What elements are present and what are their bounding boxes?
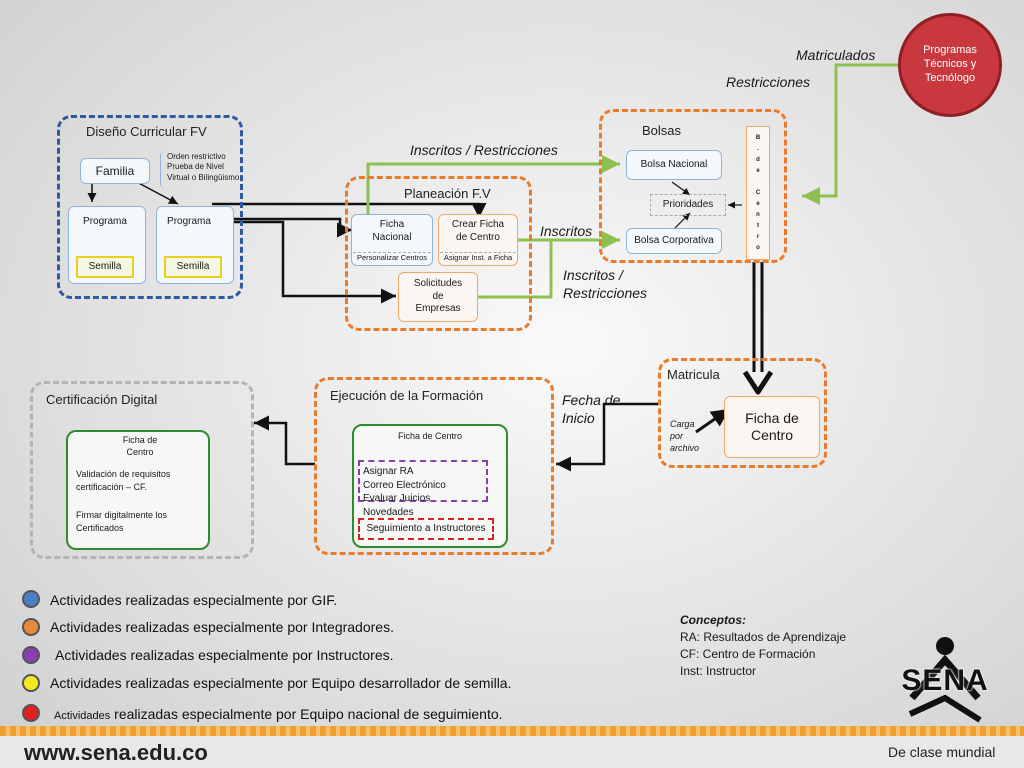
ejecucion-section: [314, 377, 554, 555]
footer-stripe: [0, 726, 1024, 736]
b-de-centro-char: B: [755, 135, 761, 141]
sena-logo-text: SENA: [901, 664, 989, 697]
concepto-ra: RA: Resultados de Aprendizaje: [680, 630, 847, 644]
legend-text-gif: Actividades realizadas especialmente por…: [50, 592, 338, 608]
b-de-centro-char: .: [757, 146, 759, 152]
footer-slogan: De clase mundial: [888, 744, 996, 760]
legend-text-seguimiento: Actividades realizadas especialmente por…: [54, 706, 503, 722]
conceptos-title: Conceptos:: [680, 613, 746, 627]
flow-inscritos-restricciones-2: Inscritos / Restricciones: [563, 266, 647, 302]
legend-dot-semilla: [22, 674, 40, 692]
matricula-section: [658, 358, 827, 468]
flow-fecha-line: Fecha de: [562, 392, 621, 408]
legend-rest: realizadas especialmente por Equipo naci…: [114, 706, 503, 722]
matricula-title: Matricula: [667, 367, 720, 382]
legend-text-instructores: Actividades realizadas especialmente por…: [55, 647, 394, 663]
flow-restricciones-line: Restricciones: [563, 285, 648, 302]
b-de-centro-char: t: [757, 223, 759, 229]
flow-inscritos-line: Inscritos /: [563, 267, 623, 283]
familia-box: Familia: [80, 158, 150, 184]
personalizar-centros: Personalizar Centros: [353, 252, 431, 262]
diseno-curricular-section: [57, 115, 243, 299]
legend-dot-gif: [22, 590, 40, 608]
b-de-centro-char: [747, 177, 769, 188]
sena-logo: SENA: [890, 636, 1000, 728]
semilla-box-2: Semilla: [164, 256, 222, 278]
flow-inscritos: Inscritos: [540, 223, 593, 239]
legend-dot-seguimiento: [22, 704, 40, 722]
ejecucion-ficha-box: [352, 424, 508, 548]
crear-ficha-box: [438, 214, 518, 266]
programas-tecnicos-circle: Programas Técnicos y Tecnólogo: [898, 13, 1002, 117]
ficha-nacional-label: Ficha Nacional: [372, 219, 412, 243]
b-de-centro-box: B . d e C e n t r o: [746, 126, 770, 260]
legend-dot-instructores: [22, 646, 40, 664]
ficha-centro-matricula-box: Ficha de Centro: [724, 396, 820, 458]
bolsa-corporativa-box: Bolsa Corporativa: [626, 228, 722, 254]
familia-note-2: Prueba de Nivel: [167, 162, 224, 172]
flow-restricciones: Restricciones: [726, 74, 811, 90]
legend-prefix: Actividades: [54, 710, 111, 722]
bolsas-title: Bolsas: [642, 123, 682, 138]
flow-matriculados: Matriculados: [796, 47, 876, 63]
b-de-centro-char: e: [756, 168, 760, 174]
programa-label-1: Programa: [83, 216, 127, 227]
ejecucion-title: Ejecución de la Formación: [330, 388, 484, 403]
footer-bar: [0, 736, 1024, 768]
concepto-cf: CF: Centro de Formación: [680, 647, 816, 661]
semilla-box-1: Semilla: [76, 256, 134, 278]
certificacion-ficha-box: [66, 430, 210, 550]
ejecucion-ficha-title: Ficha de Centro: [397, 431, 463, 441]
legend-text-integradores: Actividades realizadas especialmente por…: [50, 619, 394, 635]
familia-note-1: Orden restrictivo: [167, 152, 226, 161]
carga-por-archivo: Carga por archivo: [670, 419, 700, 454]
footer-url[interactable]: www.sena.edu.co: [24, 740, 208, 765]
bolsa-nacional-box: Bolsa Nacional: [626, 150, 722, 180]
prioridades-box: Prioridades: [650, 194, 726, 216]
certificacion-section: [30, 381, 254, 559]
ejecucion-items: Asignar RA Correo Electrónico Evaluar Ju…: [363, 465, 446, 519]
certificacion-title: Certificación Digital: [46, 392, 158, 407]
conceptos-block: Conceptos: RA: Resultados de Aprendizaje…: [680, 612, 846, 680]
legend-text-semilla: Actividades realizadas especialmente por…: [50, 675, 512, 691]
crear-ficha-label: Crear Ficha de Centro: [451, 219, 505, 243]
certificacion-text-2: Firmar digitalmente los Certificados: [76, 510, 168, 534]
certificacion-ficha-title: Ficha de Centro: [122, 435, 158, 458]
planeacion-title: Planeación F.V: [404, 186, 491, 201]
item-novedades: Novedades: [363, 506, 414, 518]
concepto-inst: Inst: Instructor: [680, 664, 757, 678]
b-de-centro-char: n: [756, 212, 760, 218]
flow-fecha-inicio: Fecha de Inicio: [562, 391, 620, 427]
ficha-nacional-box: [351, 214, 433, 266]
flow-inicio-line: Inicio: [562, 410, 595, 427]
b-de-centro-char: r: [756, 234, 760, 240]
programa-label-2: Programa: [167, 216, 211, 227]
flow-inscritos-restricciones: Inscritos / Restricciones: [410, 142, 558, 158]
b-de-centro-char: d: [756, 157, 760, 163]
legend-dot-integradores: [22, 618, 40, 636]
diseno-curricular-title: Diseño Curricular FV: [86, 124, 207, 139]
planeacion-section: [345, 176, 532, 331]
sena-logo-icon: [908, 637, 982, 723]
ejecucion-instructor-list: [358, 460, 488, 502]
asignar-inst-ficha: Asignar Inst. a Ficha: [440, 252, 516, 262]
seguimiento-instructores-box: Seguimiento a Instructores: [358, 518, 494, 540]
item-correo: Correo Electrónico: [363, 479, 446, 491]
b-de-centro-char: e: [756, 201, 760, 207]
b-de-centro-char: o: [756, 245, 760, 251]
item-evaluar: Evaluar Juicios: [363, 493, 431, 504]
familia-note-3: Virtual o Bilingüismo: [167, 172, 240, 182]
solicitudes-empresas-box: Solicitudes de Empresas: [398, 272, 478, 322]
b-de-centro-char: C: [755, 190, 761, 196]
familia-notes: Orden restrictivo Prueba de Nivel Virtua…: [160, 152, 253, 188]
item-asignar-ra: Asignar RA: [363, 466, 414, 477]
bolsas-section: [599, 109, 787, 263]
certificacion-text-1: Validación de requisitos certificación –…: [76, 469, 171, 493]
